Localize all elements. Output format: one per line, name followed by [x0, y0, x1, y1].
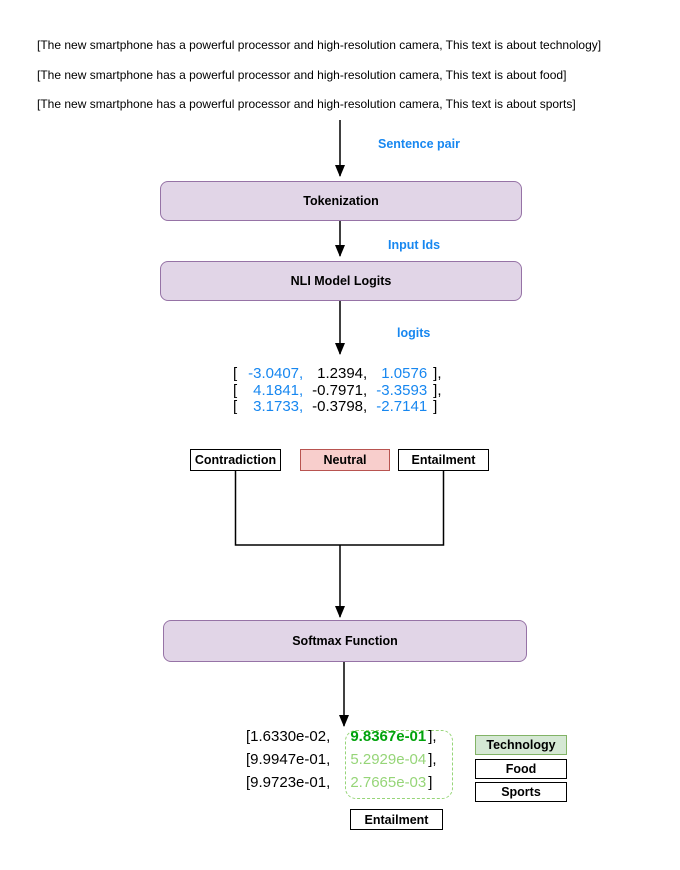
softmax-row-1: [1.6330e-02,9.8367e-01], — [246, 728, 437, 745]
softmax-function-box: Softmax Function — [163, 620, 527, 662]
result-entailment-box: Entailment — [350, 809, 443, 830]
sentence-pair-text-3: [The new smartphone has a powerful proce… — [37, 97, 576, 111]
logits-row-1: [-3.0407,1.2394,1.0576], — [233, 365, 442, 382]
connector-class-merge — [234, 471, 445, 546]
nli-model-logits-box: NLI Model Logits — [160, 261, 522, 301]
tokenization-box-label: Tokenization — [303, 194, 379, 208]
softmax-row-3: [9.9723e-01,2.7665e-03] — [246, 774, 433, 791]
softmax-function-box-label: Softmax Function — [292, 634, 398, 648]
softmax-highlight-outline — [345, 730, 453, 799]
contradiction-box-label: Contradiction — [194, 453, 277, 467]
contradiction-box: Contradiction — [190, 449, 281, 471]
category-label-food: Food — [505, 762, 537, 776]
category-label-sports: Sports — [501, 785, 541, 799]
softmax-matrix: [1.6330e-02,9.8367e-01], [9.9947e-01,5.2… — [246, 725, 437, 794]
result-entailment-label: Entailment — [364, 812, 429, 827]
sentence-pair-text-1: [The new smartphone has a powerful proce… — [37, 38, 602, 52]
logits-matrix: [-3.0407,1.2394,1.0576], [4.1841,-0.7971… — [233, 365, 442, 416]
input-ids-label: Input Ids — [388, 238, 441, 252]
entailment-box-label: Entailment — [411, 453, 476, 467]
entailment-box: Entailment — [398, 449, 489, 471]
category-box-food: Food — [475, 759, 567, 779]
category-box-sports: Sports — [475, 782, 567, 802]
tokenization-box: Tokenization — [160, 181, 522, 221]
nli-model-logits-box-label: NLI Model Logits — [290, 274, 392, 288]
sentence-pair-text-2: [The new smartphone has a powerful proce… — [37, 68, 567, 82]
neutral-box-label: Neutral — [323, 453, 367, 467]
softmax-row-2: [9.9947e-01,5.2929e-04], — [246, 751, 437, 768]
logits-row-3: [3.1733,-0.3798,-2.7141] — [233, 398, 438, 415]
category-label-technology: Technology — [486, 738, 556, 752]
category-box-technology: Technology — [475, 735, 567, 755]
sentence-pair-label: Sentence pair — [378, 137, 460, 151]
neutral-box: Neutral — [300, 449, 390, 471]
logits-label: logits — [397, 326, 431, 340]
logits-row-2: [4.1841,-0.7971,-3.3593], — [233, 381, 442, 399]
